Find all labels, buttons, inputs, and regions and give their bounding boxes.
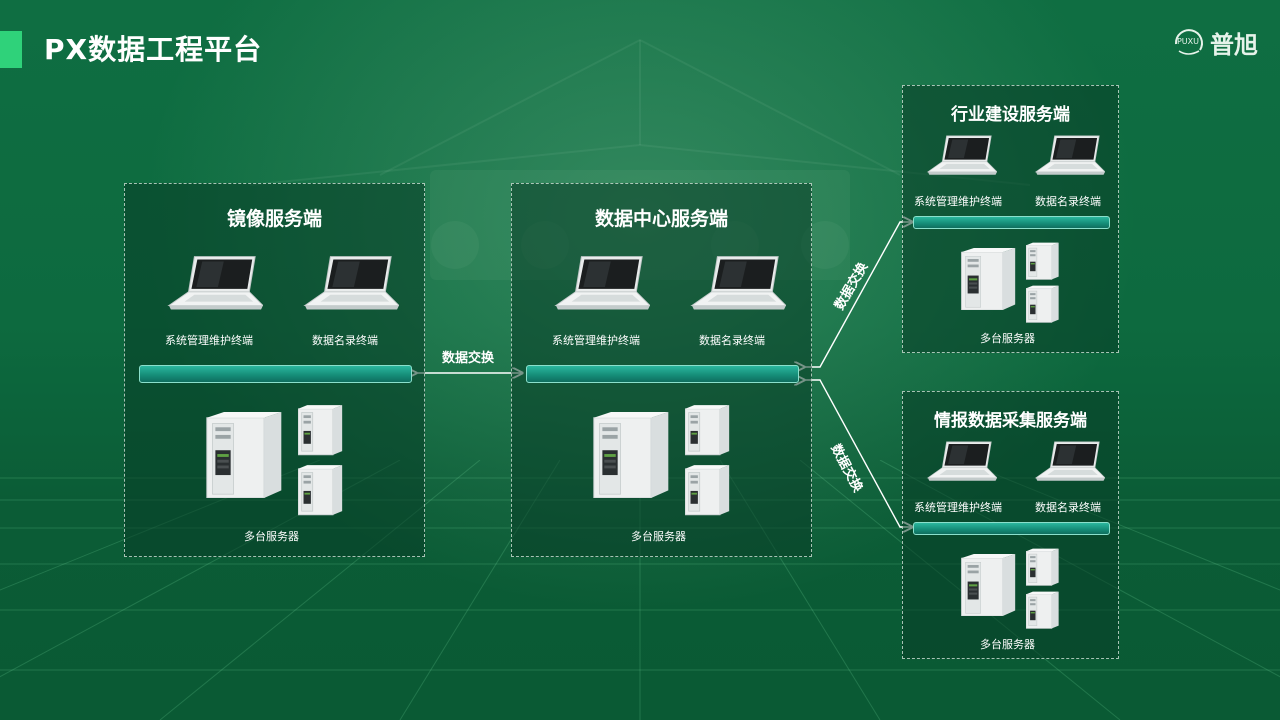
network-bus (913, 522, 1110, 535)
laptop-icon (301, 254, 399, 314)
laptop-icon (688, 254, 786, 314)
terminal-label: 系统管理维护终端 (914, 501, 1002, 514)
laptop-icon (925, 134, 997, 178)
server-tower-icon (205, 412, 285, 498)
servers-label: 多台服务器 (980, 332, 1035, 345)
laptop-icon (165, 254, 263, 314)
panel-title: 镜像服务端 (226, 208, 322, 230)
terminal-label: 数据名录终端 (1035, 501, 1101, 514)
panel-industry-server: 行业建设服务端 系统管理维护终端 数据名录终端 多台服务器 (902, 85, 1119, 353)
link-center-intel (804, 380, 912, 527)
terminal-label: 系统管理维护终端 (552, 334, 640, 347)
server-tower-icon (298, 404, 344, 456)
company-logo: PUXU 普旭 (1170, 24, 1258, 60)
server-tower-icon (592, 412, 672, 498)
servers-label: 多台服务器 (980, 638, 1035, 651)
server-tower-icon (961, 248, 1017, 310)
terminal-label: 系统管理维护终端 (914, 195, 1002, 208)
terminal-label: 数据名录终端 (1035, 195, 1101, 208)
laptop-icon (1033, 440, 1105, 484)
server-tower-icon (685, 404, 731, 456)
laptop-icon (552, 254, 650, 314)
terminal-label: 系统管理维护终端 (165, 334, 253, 347)
panel-data-center-server: 数据中心服务端 系统管理维护终端 数据名录终端 多台服务器 (511, 183, 812, 557)
page-title: PX数据工程平台 (44, 33, 263, 66)
server-tower-icon (1026, 242, 1060, 280)
logo-swirl-icon: PUXU (1170, 24, 1206, 60)
terminal-label: 数据名录终端 (699, 334, 765, 347)
server-tower-icon (1026, 548, 1060, 586)
logo-text-en: PUXU (1176, 37, 1199, 46)
panel-title: 数据中心服务端 (594, 208, 728, 230)
server-tower-icon (961, 554, 1017, 616)
link-label-mirror-center: 数据交换 (442, 351, 495, 366)
servers-label: 多台服务器 (631, 530, 686, 543)
title-accent-bar (0, 31, 22, 68)
servers-label: 多台服务器 (244, 530, 299, 543)
logo-text-cn: 普旭 (1210, 30, 1258, 59)
panel-title: 行业建设服务端 (951, 105, 1070, 125)
server-tower-icon (298, 464, 344, 516)
terminal-label: 数据名录终端 (312, 334, 378, 347)
laptop-icon (925, 440, 997, 484)
server-tower-icon (685, 464, 731, 516)
laptop-icon (1033, 134, 1105, 178)
panel-title: 情报数据采集服务端 (934, 411, 1087, 431)
network-bus (913, 216, 1110, 229)
panel-mirror-server: 镜像服务端 系统管理维护终端 数据名录终端 多台服务器 (124, 183, 425, 557)
panel-intel-collection-server: 情报数据采集服务端 系统管理维护终端 数据名录终端 多台服务器 (902, 391, 1119, 659)
network-bus (526, 365, 799, 383)
network-bus (139, 365, 412, 383)
link-center-industry (804, 222, 912, 367)
server-tower-icon (1026, 285, 1060, 323)
server-tower-icon (1026, 591, 1060, 629)
